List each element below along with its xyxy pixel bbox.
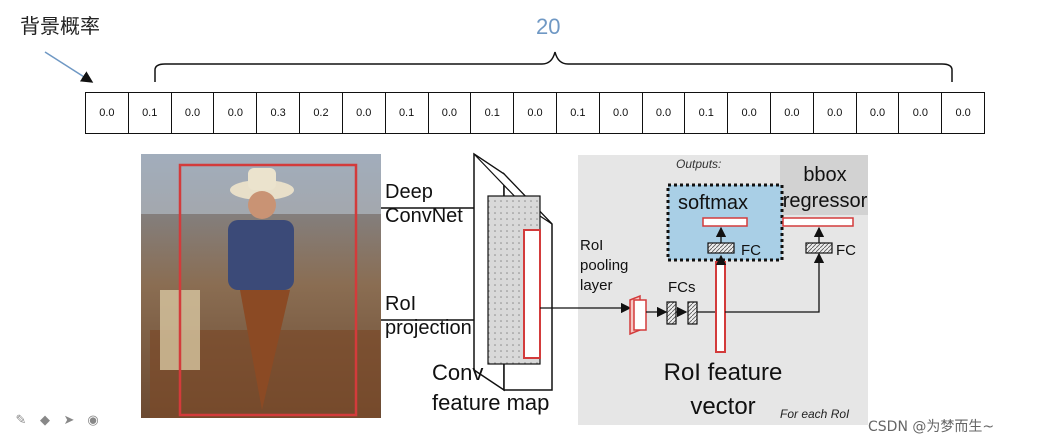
probability-cell: 0.1 bbox=[384, 93, 428, 133]
probability-cell: 0.1 bbox=[555, 93, 599, 133]
fc-softmax-layer bbox=[707, 242, 735, 254]
roi-feature-vector-label: RoI feature vector bbox=[663, 359, 783, 420]
bbox-output-bar bbox=[782, 217, 854, 227]
probability-cell: 0.0 bbox=[812, 93, 856, 133]
conv-feature-map bbox=[473, 152, 553, 392]
probability-cell: 0.0 bbox=[898, 93, 941, 133]
probability-cell: 0.0 bbox=[341, 93, 385, 133]
probability-cell: 0.0 bbox=[213, 93, 256, 133]
softmax-label: softmax bbox=[678, 192, 749, 214]
probability-cell: 0.0 bbox=[99, 107, 115, 119]
fc-layer-1 bbox=[666, 301, 677, 325]
conv-feature-map-label: Conv feature map bbox=[432, 360, 550, 415]
background-probability-label: 背景概率 bbox=[20, 14, 100, 38]
presentation-toolbar: ✎ ◆ ➤ ◉ bbox=[14, 414, 100, 428]
roi-feature-vector bbox=[715, 261, 726, 353]
count-brace bbox=[154, 51, 953, 82]
probability-cell: 0.1 bbox=[684, 93, 727, 133]
fcs-label: FCs bbox=[668, 279, 696, 296]
probability-cell: 0.1 bbox=[127, 93, 171, 133]
pointer-icon[interactable]: ➤ bbox=[63, 413, 75, 428]
probability-cell: 0.0 bbox=[598, 93, 642, 133]
probability-cell: 0.3 bbox=[256, 93, 299, 133]
probability-cell: 0.0 bbox=[727, 93, 770, 133]
probability-cell: 0.1 bbox=[470, 93, 513, 133]
roi-pooling-label: RoI pooling layer bbox=[580, 237, 629, 294]
outputs-label: Outputs: bbox=[676, 157, 722, 171]
probability-cell: 0.0 bbox=[855, 93, 899, 133]
probability-cell: 0.0 bbox=[170, 93, 214, 133]
pointer-arrow bbox=[44, 51, 94, 83]
fc-bbox-layer bbox=[805, 242, 833, 254]
probability-cell: 0.0 bbox=[427, 93, 471, 133]
roi-projection-label: RoI projection bbox=[385, 293, 472, 339]
fc-softmax-label: FC bbox=[741, 242, 761, 259]
pen-icon[interactable]: ✎ bbox=[15, 413, 27, 428]
for-each-roi-label: For each RoI bbox=[780, 407, 850, 421]
probability-cell: 0.0 bbox=[513, 93, 556, 133]
watermark: CSDN @为梦而生~ bbox=[868, 419, 995, 435]
fc-layer-2 bbox=[687, 301, 698, 325]
bbox-regressor-label: bbox regressor bbox=[782, 164, 868, 212]
class-count-label: 20 bbox=[536, 14, 561, 39]
record-icon[interactable]: ◉ bbox=[87, 413, 99, 428]
probability-cell: 0.0 bbox=[770, 93, 813, 133]
deep-convnet-label: Deep ConvNet bbox=[385, 181, 463, 227]
probability-cell: 0.2 bbox=[299, 93, 342, 133]
eraser-icon[interactable]: ◆ bbox=[40, 413, 50, 428]
probability-cell: 0.0 bbox=[941, 93, 984, 133]
fc-bbox-label: FC bbox=[836, 242, 856, 259]
probability-cell: 0.0 bbox=[641, 93, 685, 133]
input-photo bbox=[141, 154, 381, 418]
roi-box bbox=[178, 163, 358, 417]
